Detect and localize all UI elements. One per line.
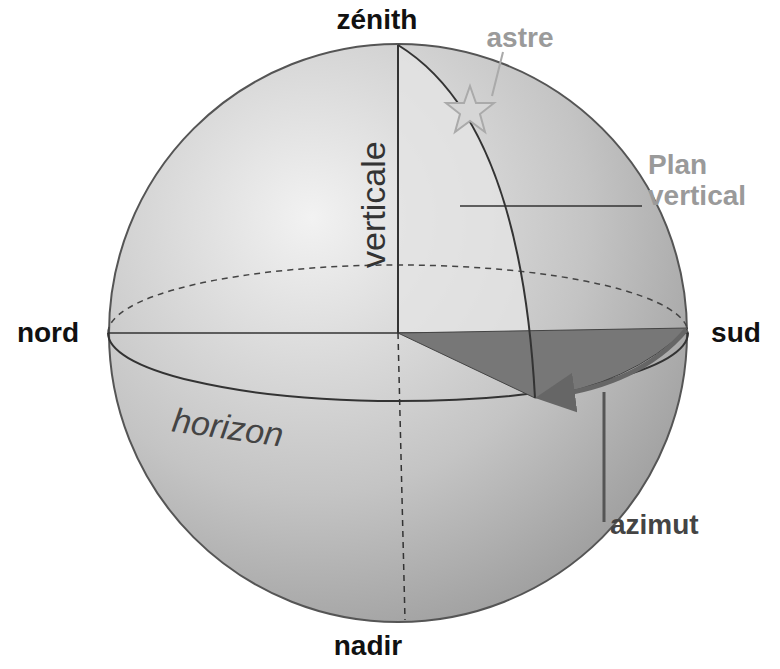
direction-label: sud [711,318,761,349]
leader-line [460,205,642,207]
leader-line [603,392,606,522]
meridian-arc [398,45,535,398]
sphere [109,44,687,622]
direction-label: nord [17,318,79,349]
azimuth-sector [398,328,688,398]
leader-line [492,52,503,96]
vertical-line [397,45,399,333]
nadir-line [398,333,405,620]
callout-label: Plan vertical [648,150,758,212]
pole-label: zénith [337,5,418,36]
pole-label: nadir [334,631,402,662]
axis-label: verticale [354,142,391,269]
callout-label: astre [487,23,554,54]
azimuth-arrow [550,330,686,396]
callout-label: azimut [610,510,699,541]
star-symbol [446,86,494,132]
